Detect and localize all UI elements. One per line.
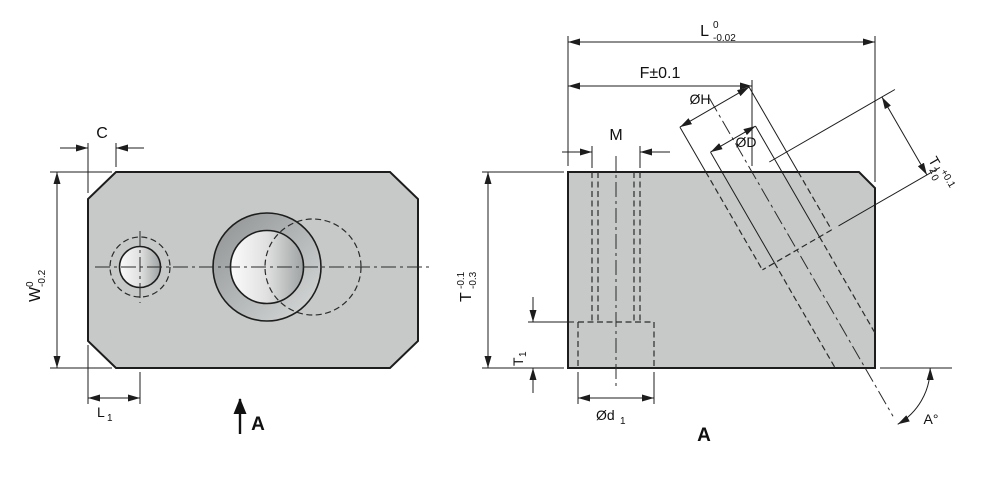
c-dimension: C [60, 125, 144, 193]
extension-line [748, 86, 799, 173]
c-dim-label: C [96, 125, 108, 142]
extension-line [710, 151, 775, 264]
hole-h-dimension: ØH [679, 86, 799, 173]
extension-line [679, 126, 707, 173]
dimension-line [710, 125, 756, 153]
dimension-line [679, 86, 750, 128]
t-tol-upper: -0.1 [456, 271, 467, 289]
angle-dimension: A° [880, 367, 952, 427]
w-dimension: W 0 -0.2 [25, 171, 112, 369]
l-tol-lower: -0.02 [713, 33, 736, 44]
m-dim-label: M [609, 127, 622, 144]
w-dim-label: W 0 -0.2 [25, 269, 48, 302]
hole-d-label: ØD [736, 134, 757, 150]
extension-line [838, 166, 941, 227]
extension-line [769, 89, 896, 163]
t1-dimension: T 1 [510, 297, 574, 393]
l-dim-letter: L [700, 23, 709, 40]
thread-major-dashed-circle [109, 236, 171, 298]
l1-dimension: L 1 [87, 345, 141, 424]
w-tol-lower: -0.2 [37, 269, 48, 287]
t1-dim-letter: T [510, 357, 526, 366]
t2-dim-label: T 2 +0.1 0 [925, 154, 958, 191]
t1-dim-sub: 1 [518, 351, 529, 357]
plan-view: C W 0 -0.2 L 1 A [25, 125, 432, 435]
side-view-label: A [697, 425, 711, 446]
hole-d-dimension: ØD [710, 125, 820, 264]
d1-dimension: Ød 1 [577, 372, 655, 427]
w-tol-upper: 0 [25, 281, 36, 287]
part-body-side [567, 171, 876, 369]
f-dim-label: F±0.1 [640, 65, 681, 82]
t2-tol-lower: 0 [928, 173, 941, 184]
t1-dim-label: T 1 [510, 351, 529, 366]
angled-hole-step-line [762, 229, 832, 271]
angle-dim-label: A° [924, 411, 939, 427]
angle-arc [897, 367, 934, 425]
w-dim-letter: W [27, 286, 44, 302]
bore-inner-circle [229, 229, 305, 305]
angled-hole-hidden-line [773, 262, 836, 369]
d1-dim-letter: Ød [596, 407, 615, 423]
t-dim-letter: T [458, 292, 475, 302]
view-direction-arrow: A [233, 398, 265, 435]
t-dim-label: T -0.1 -0.3 [456, 271, 479, 302]
view-arrow-label: A [251, 414, 265, 435]
t-dimension: T -0.1 -0.3 [456, 171, 564, 369]
angled-hole-hidden-line [797, 171, 833, 231]
l-dimension: L 0 -0.02 [567, 20, 876, 182]
l-tol-upper: 0 [713, 20, 719, 31]
m-dimension: M [562, 127, 670, 168]
dimension-line [881, 96, 928, 176]
side-view: L 0 -0.02 F±0.1 M ØH ØD [456, 20, 957, 446]
t-tol-lower: -0.3 [468, 271, 479, 289]
t2-dim-sub: 2 [926, 166, 939, 177]
t2-tol-upper: +0.1 [938, 167, 958, 190]
hole-h-label: ØH [690, 91, 711, 107]
l1-dim-letter: L [97, 404, 105, 420]
l1-dim-sub: 1 [107, 413, 113, 424]
f-dimension: F±0.1 [568, 65, 753, 166]
extension-line [755, 125, 820, 238]
d1-dim-sub: 1 [620, 416, 626, 427]
